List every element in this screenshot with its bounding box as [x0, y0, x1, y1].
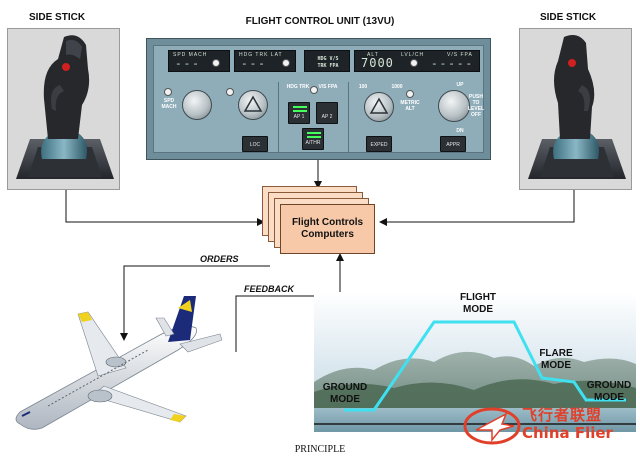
- figure-caption: PRINCIPLE: [294, 444, 346, 455]
- spd-mach-button-label: SPD MACH: [161, 98, 177, 110]
- watermark-chinese-text: 飞行者联盟: [522, 406, 603, 424]
- loc-button[interactable]: LOC: [242, 136, 268, 152]
- ap2-button[interactable]: AP 2: [316, 102, 338, 124]
- mode-display: HDG V/S TRK FPA: [304, 50, 350, 72]
- level-change-caption: LVL/CH: [401, 52, 425, 58]
- landscape-illustration: [314, 292, 636, 432]
- watermark: 飞行者联盟 China Flier: [462, 402, 638, 448]
- flare-mode-label: FLARE MODE: [536, 348, 576, 372]
- ground-mode-left-line-1: GROUND: [322, 382, 368, 393]
- speed-selector-knob[interactable]: [182, 90, 212, 120]
- right-stick-to-computers-arrow: [379, 190, 575, 226]
- watermark-english-text: China Flier: [522, 424, 613, 442]
- joystick-icon: [528, 35, 626, 179]
- ap1-light: [293, 106, 307, 108]
- flight-mode-line-1: FLIGHT: [459, 292, 497, 303]
- expedite-button[interactable]: EXPED: [366, 136, 392, 152]
- vertical-speed-value: -----: [431, 57, 475, 70]
- flight-mode-scene: [314, 292, 636, 432]
- feedback-arrow: [235, 253, 344, 352]
- feedback-label: FEEDBACK: [244, 284, 295, 294]
- heading-display-value: ---: [241, 57, 267, 70]
- athr-light: [307, 132, 321, 134]
- dn-label: DN: [456, 128, 464, 134]
- heading-mode-dot: [226, 88, 234, 96]
- flight-mode-line-2: MODE: [463, 304, 493, 315]
- orders-arrow: [120, 265, 270, 341]
- ground-mode-right-line-1: GROUND: [586, 380, 632, 391]
- push-to-level-off-label: PUSH TO LEVEL OFF: [468, 94, 485, 118]
- up-label: UP: [456, 82, 464, 88]
- athr-button[interactable]: A/THR: [302, 128, 324, 150]
- alt-100-label: 100: [358, 84, 368, 90]
- side-stick-right-label: SIDE STICK: [539, 12, 597, 23]
- metric-alt-button[interactable]: [406, 90, 414, 98]
- mode-line-2: TRK FPA: [317, 63, 339, 69]
- hdg-trk-label: HDG TRK: [286, 84, 310, 90]
- fcu-faceplate: SPD MACH --- HDG TRK LAT --- HDG V/S TRK…: [153, 45, 484, 153]
- computers-label-line-1: Flight Controls: [291, 217, 364, 228]
- vertical-speed-caption: V/S FPA: [447, 52, 473, 58]
- heading-display-caption: HDG TRK LAT: [239, 52, 283, 58]
- left-stick-to-computers-arrow: [65, 190, 265, 226]
- ground-mode-right-line-2: MODE: [594, 392, 624, 403]
- spd-mach-button[interactable]: [164, 88, 172, 96]
- speed-display-caption: SPD MACH: [173, 52, 208, 58]
- ap1-light-2: [293, 110, 307, 112]
- flare-mode-line-1: FLARE: [539, 348, 573, 359]
- metric-alt-label: METRIC ALT: [400, 100, 420, 112]
- watermark-logo-icon: [463, 407, 521, 445]
- flight-profile-line: [344, 320, 626, 412]
- athr-light-2: [307, 136, 321, 138]
- flight-mode-label: FLIGHT MODE: [456, 292, 500, 316]
- hdg-trk-vs-fpa-button[interactable]: [310, 86, 318, 94]
- speed-display-value: ---: [175, 57, 201, 70]
- flare-mode-line-2: MODE: [541, 360, 571, 371]
- triangle-icon: [243, 95, 263, 112]
- orders-label: ORDERS: [200, 254, 239, 264]
- vs-fpa-label: V/S FPA: [318, 84, 338, 90]
- ap1-button[interactable]: AP 1: [288, 102, 310, 124]
- heading-managed-dot: [282, 59, 290, 67]
- athr-label: A/THR: [305, 140, 321, 146]
- altitude-selector-knob[interactable]: [364, 92, 394, 122]
- altitude-display-caption: ALT: [367, 52, 379, 58]
- heading-display: HDG TRK LAT ---: [234, 50, 296, 72]
- fcu-divider-right: [348, 82, 349, 152]
- flight-control-unit-panel: SPD MACH --- HDG TRK LAT --- HDG V/S TRK…: [146, 38, 491, 160]
- fcu-title: FLIGHT CONTROL UNIT (13VU): [245, 16, 395, 27]
- mode-line-1: HDG V/S: [317, 56, 339, 62]
- triangle-icon: [369, 97, 389, 114]
- alt-1000-label: 1000: [391, 84, 403, 90]
- altitude-display-value: 7000: [361, 56, 394, 70]
- ground-mode-left-line-2: MODE: [330, 394, 360, 405]
- heading-selector-knob[interactable]: [238, 90, 268, 120]
- joystick-icon: [16, 35, 114, 179]
- ap1-label: AP 1: [293, 114, 305, 120]
- airplane-icon: [15, 296, 223, 430]
- fcu-divider-left: [278, 82, 279, 152]
- computers-label-line-2: Computers: [301, 229, 354, 240]
- ground-mode-right-label: GROUND MODE: [584, 380, 634, 404]
- side-stick-left-label: SIDE STICK: [28, 12, 86, 23]
- flight-controls-computers-box: Flight Controls Computers: [280, 204, 375, 254]
- vertical-speed-selector-knob[interactable]: [438, 90, 470, 122]
- speed-managed-dot: [212, 59, 220, 67]
- ground-mode-left-label: GROUND MODE: [320, 382, 370, 406]
- side-stick-left-image: [7, 28, 120, 190]
- altitude-managed-dot: [410, 59, 418, 67]
- computers-label: Flight Controls Computers: [281, 217, 374, 241]
- approach-button[interactable]: APPR: [440, 136, 466, 152]
- side-stick-right-image: [519, 28, 632, 190]
- ap2-label: AP 2: [321, 114, 333, 120]
